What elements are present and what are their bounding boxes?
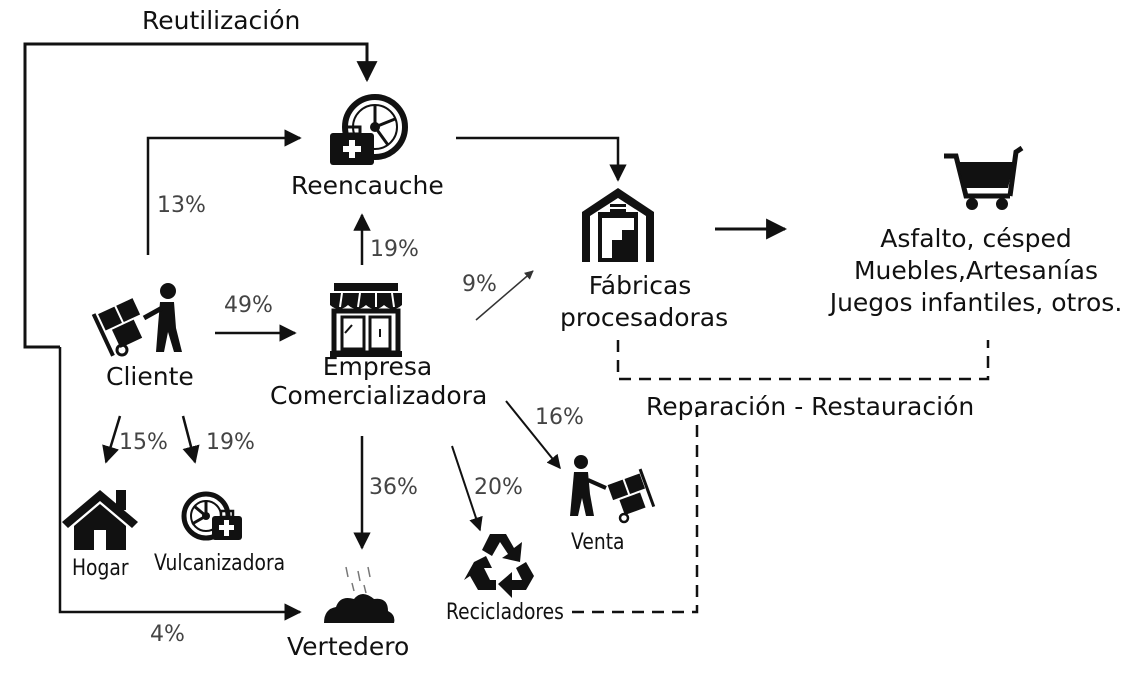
reparacion-dashed-line <box>616 340 990 381</box>
empresa-label: Empresa Comercializadora <box>270 352 488 410</box>
cliente-vulcanizadora-arrow <box>181 415 200 464</box>
pct-cliente-reencauche: 13% <box>157 193 206 218</box>
pct-empresa-vertedero: 36% <box>369 475 418 500</box>
pct-cliente-hogar: 15% <box>119 430 168 455</box>
tire-repair-icon <box>330 94 408 165</box>
pct-cliente-empresa: 49% <box>224 293 273 318</box>
pct-cliente-vertedero: 4% <box>150 622 185 647</box>
fabricas-label-line2: procesadoras <box>560 303 729 332</box>
person-hand-truck-icon <box>570 455 656 524</box>
empresa-label-line1: Empresa <box>322 352 433 381</box>
house-icon <box>62 490 138 550</box>
productos-line3: Juegos infantiles, otros. <box>829 288 1123 317</box>
cliente-hogar-arrow <box>102 415 122 464</box>
tire-repair-icon <box>181 491 242 541</box>
recicladores-label: Recicladores <box>446 600 564 625</box>
productos-label: Asfalto, césped Muebles,Artesanías Juego… <box>812 223 1140 319</box>
venta-label: Venta <box>571 530 625 555</box>
landfill-icon <box>324 566 395 623</box>
storefront-icon <box>330 283 402 357</box>
cliente-reencauche-arrow <box>146 129 302 255</box>
hogar-label: Hogar <box>72 556 129 581</box>
recycle-icon <box>464 534 534 598</box>
empresa-recicladores-arrow <box>451 445 483 532</box>
recicladores-reparacion-dashed-line <box>572 412 699 614</box>
productos-line1: Asfalto, césped <box>880 224 1072 253</box>
shopping-cart-icon <box>944 145 1024 210</box>
vertedero-label: Vertedero <box>287 632 410 661</box>
pct-empresa-venta: 16% <box>535 405 584 430</box>
productos-line2: Muebles,Artesanías <box>853 256 1098 285</box>
cliente-label: Cliente <box>106 362 194 391</box>
reparacion-label: Reparación - Restauración <box>646 392 975 421</box>
fabricas-label-line1: Fábricas <box>588 271 692 300</box>
pct-empresa-reencauche: 19% <box>370 237 419 262</box>
empresa-label-line2: Comercializadora <box>270 381 488 410</box>
pct-empresa-fabricas: 9% <box>462 272 497 297</box>
reutilizacion-label: Reutilización <box>142 6 301 35</box>
vulcanizadora-label: Vulcanizadora <box>154 551 286 576</box>
factory-icon <box>582 188 654 262</box>
person-hand-truck-icon <box>91 283 182 357</box>
empresa-venta-arrow <box>505 400 561 470</box>
fabricas-label: Fábricas procesadoras <box>560 270 729 334</box>
reencauche-label: Reencauche <box>291 171 444 200</box>
cliente-vertedero-arrow <box>58 347 302 621</box>
empresa-fabricas-arrow <box>475 270 534 321</box>
reencauche-fabricas-arrow <box>456 136 627 182</box>
pct-empresa-recicladores: 20% <box>474 475 523 500</box>
pct-cliente-vulcanizadora: 19% <box>206 430 255 455</box>
reutilizacion-arrow <box>23 42 378 349</box>
